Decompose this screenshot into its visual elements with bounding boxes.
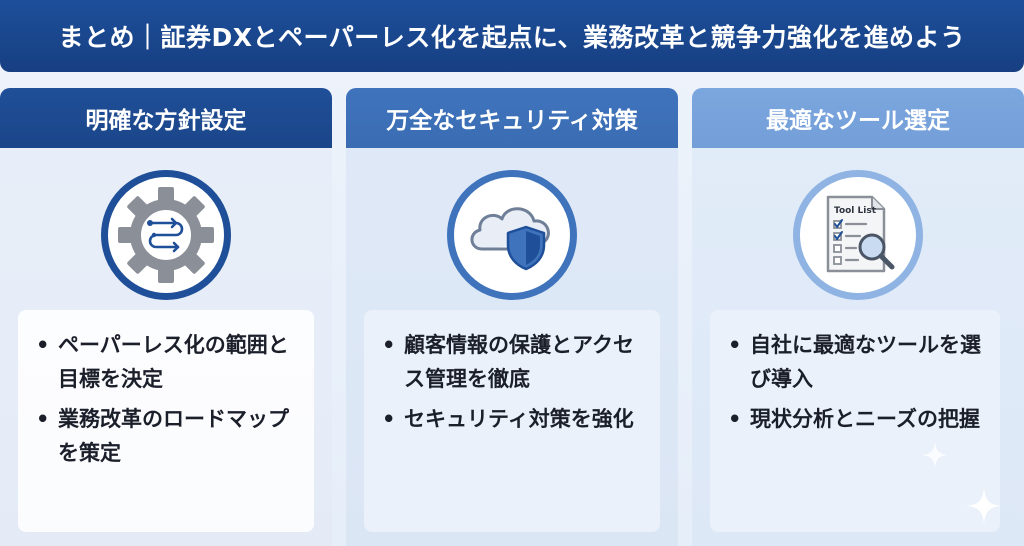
column-card-policy: ペーパーレス化の範囲と目標を決定 業務改革のロードマップを策定 bbox=[18, 310, 314, 532]
bullet-list-security: 顧客情報の保護とアクセス管理を徹底 セキュリティ対策を強化 bbox=[382, 328, 646, 436]
sparkle-icon bbox=[922, 442, 948, 468]
gear-flow-icon bbox=[101, 170, 231, 300]
column-card-tools: 自社に最適なツールを選び導入 現状分析とニーズの把握 bbox=[710, 310, 1000, 532]
tool-list-label: Tool List bbox=[834, 206, 877, 216]
cloud-shield-icon bbox=[447, 170, 577, 300]
banner-title: まとめ｜証券DXとペーパーレス化を起点に、業務改革と競争力強化を進めよう bbox=[58, 23, 966, 52]
bullet-item: ペーパーレス化の範囲と目標を決定 bbox=[36, 328, 300, 396]
bullet-list-tools: 自社に最適なツールを選び導入 現状分析とニーズの把握 bbox=[728, 328, 986, 436]
column-policy: 明確な方針設定 bbox=[0, 88, 332, 546]
bullet-item: 顧客情報の保護とアクセス管理を徹底 bbox=[382, 328, 646, 396]
column-title-policy: 明確な方針設定 bbox=[0, 88, 332, 148]
bullet-list-policy: ペーパーレス化の範囲と目標を決定 業務改革のロードマップを策定 bbox=[36, 328, 300, 470]
column-card-security: 顧客情報の保護とアクセス管理を徹底 セキュリティ対策を強化 bbox=[364, 310, 660, 532]
bullet-item: セキュリティ対策を強化 bbox=[382, 402, 646, 436]
column-title-security: 万全なセキュリティ対策 bbox=[346, 88, 678, 148]
column-security: 万全なセキュリティ対策 顧客情報の保護とアクセス管理を徹底 セキュリティ対策を強… bbox=[346, 88, 678, 546]
bullet-item: 自社に最適なツールを選び導入 bbox=[728, 328, 986, 396]
bullet-item: 現状分析とニーズの把握 bbox=[728, 402, 986, 436]
summary-banner: まとめ｜証券DXとペーパーレス化を起点に、業務改革と競争力強化を進めよう bbox=[0, 0, 1024, 72]
column-title-tools: 最適なツール選定 bbox=[692, 88, 1024, 148]
bullet-item: 業務改革のロードマップを策定 bbox=[36, 402, 300, 470]
tool-list-icon: Tool List bbox=[793, 170, 923, 300]
sparkle-icon bbox=[966, 488, 1002, 524]
column-tools: 最適なツール選定 Tool List bbox=[692, 88, 1024, 546]
